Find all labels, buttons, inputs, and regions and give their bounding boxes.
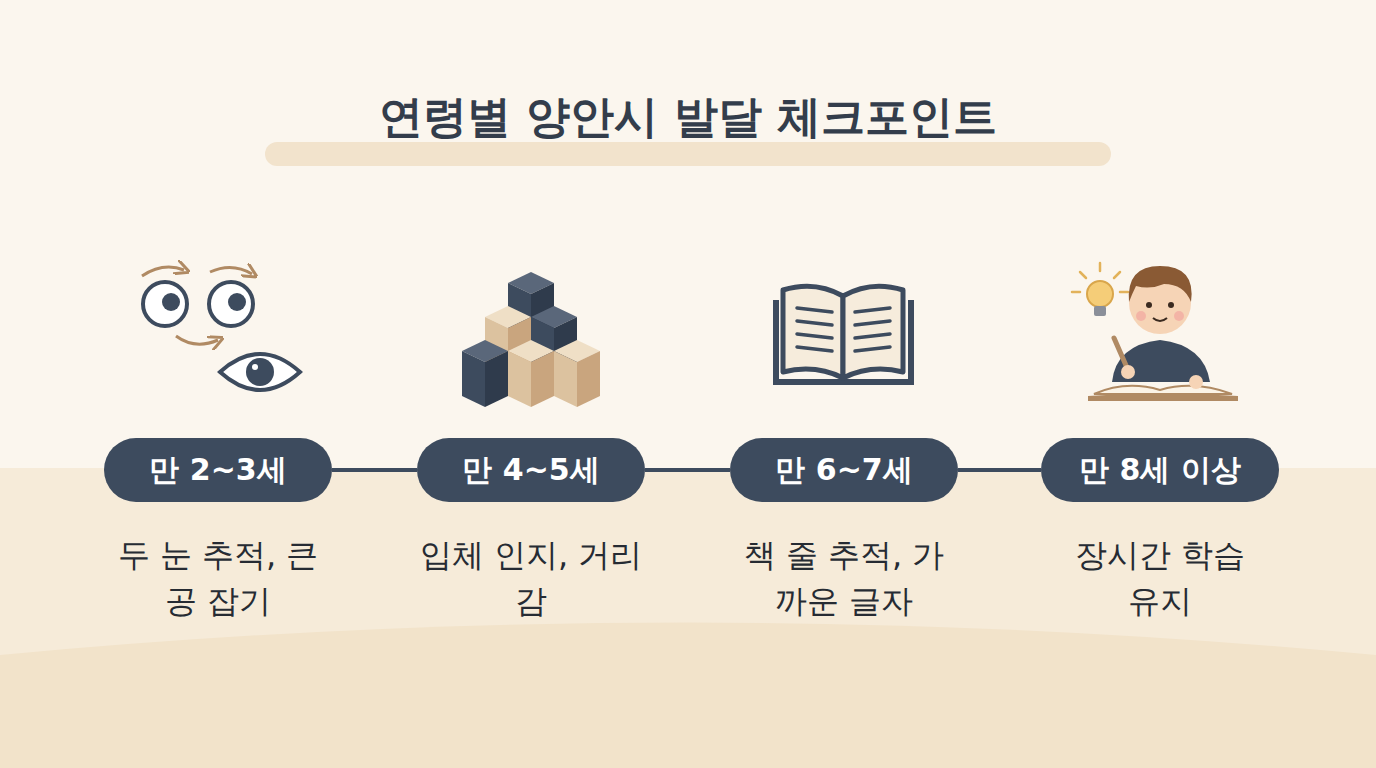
age-pill: 만 2~3세	[104, 438, 332, 502]
milestone-text: 입체 인지, 거리감	[415, 532, 647, 624]
age-stage: 만 8세 이상장시간 학습 유지	[1041, 438, 1279, 624]
lower-band	[0, 468, 1376, 768]
timeline-connector	[958, 468, 1041, 472]
age-stage: 만 2~3세두 눈 추적, 큰 공 잡기	[102, 438, 334, 624]
timeline-connector	[332, 468, 417, 472]
milestone-text: 장시간 학습 유지	[1071, 532, 1249, 624]
book-icon	[776, 286, 911, 382]
title-highlight	[265, 142, 1111, 166]
timeline-connector	[645, 468, 730, 472]
milestone-text: 책 줄 추적, 가까운 글자	[728, 532, 960, 624]
eyes-icon	[142, 267, 300, 390]
studying-child-icon	[1072, 263, 1238, 401]
age-pill: 만 8세 이상	[1041, 438, 1279, 502]
blocks-icon	[462, 272, 600, 407]
age-pill: 만 4~5세	[417, 438, 645, 502]
bottom-curve	[0, 623, 1376, 768]
age-pill: 만 6~7세	[730, 438, 958, 502]
age-stage: 만 4~5세입체 인지, 거리감	[415, 438, 647, 624]
milestone-text: 두 눈 추적, 큰 공 잡기	[102, 532, 334, 624]
age-stage: 만 6~7세책 줄 추적, 가까운 글자	[728, 438, 960, 624]
title: 연령별 양안시 발달 체크포인트	[0, 88, 1376, 147]
